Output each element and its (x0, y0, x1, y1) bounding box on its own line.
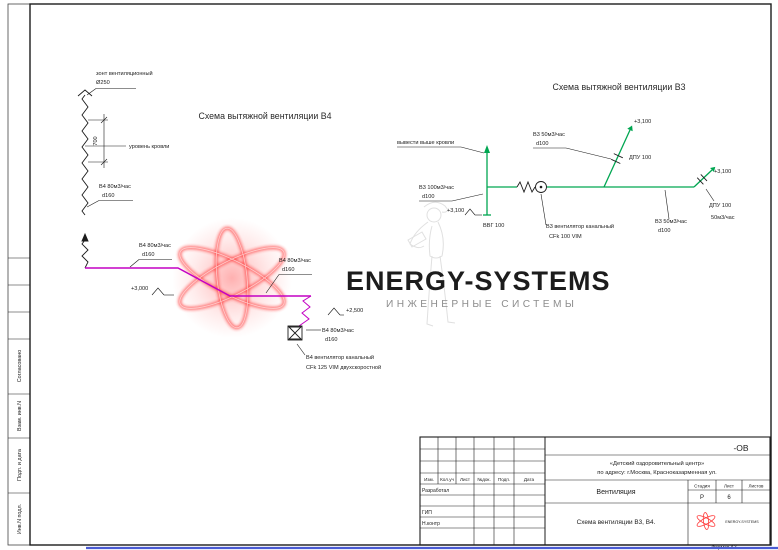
row-nkontr: Н.контр (422, 521, 440, 527)
b4-duct-run (85, 267, 312, 327)
left-margin-inv-podl: Инв.N подл. (17, 504, 23, 534)
scheme-b3: Схема вытяжной вентиляции В3 (397, 82, 735, 240)
scheme-b4: Схема вытяжной вентиляции В4 (77, 70, 381, 371)
b3-fan-label-line2: CFk 100 VIM (549, 234, 582, 240)
b3-br2-flow: В3 50м3/час (655, 219, 687, 225)
watermark-tagline: ИНЖЕНЕРНЫЕ СИСТЕМЫ (386, 299, 577, 310)
b3-elev-c: +3,100 (714, 169, 731, 175)
b4-riser-duct (77, 89, 93, 269)
title-block-lines (419, 436, 771, 546)
left-margin-vzam-inv: Взам. инв.N (17, 401, 23, 431)
b4-fan-label-line1: В4 вентилятор канальный (306, 354, 374, 361)
b3-above-roof-label: вывести выше кровли (397, 140, 454, 146)
b4-elev-3000: +3,000 (131, 286, 148, 292)
b4-fan-label-line2: CFk 125 VIM двухскоростной (306, 364, 381, 371)
b3-main-dia: d100 (422, 194, 434, 200)
b4-title: Схема вытяжной вентиляции В4 (199, 111, 332, 121)
listov-header: Листов (749, 484, 764, 489)
b4-leaders (85, 88, 344, 356)
sheet-frame: Согласовано Взам. инв.N Подп. и дата Инв… (7, 3, 772, 546)
b4-riser-flow: В4 80м3/час (99, 184, 131, 190)
stamp-logo-atom-icon (696, 512, 716, 530)
watermark-brand: ENERGY-SYSTEMS (346, 266, 611, 296)
b3-br1-dia: d100 (536, 141, 548, 147)
b4-elev-2500: +2,500 (346, 308, 363, 314)
title-block: -ОВ «Детский оздоровительный центр» по а… (419, 436, 771, 550)
project-name-line2: по адресу: г.Москва, Красноказарменная у… (597, 470, 717, 476)
b4-hood-dia: Ø250 (96, 80, 110, 86)
col-izm: Изм. (424, 477, 434, 482)
b3-elev-b: +3,100 (634, 119, 651, 125)
stadia-value: Р (700, 495, 704, 501)
col-doc: №док. (477, 477, 490, 482)
doc-code: -ОВ (733, 443, 748, 453)
b4-seg3-dia: d160 (325, 337, 337, 343)
b4-fan-symbol (287, 325, 303, 341)
col-podp: Подп. (498, 477, 510, 482)
left-margin-soglasovano: Согласовано (17, 350, 23, 382)
col-kol: Кол.уч (440, 477, 454, 482)
b4-riser-dia: d160 (102, 193, 114, 199)
b3-br1-flow: В3 50м3/час (533, 132, 565, 138)
b3-main-flow: В3 100м3/час (419, 185, 454, 191)
b3-elev-a: +3,100 (447, 208, 464, 214)
b3-duct-run (483, 125, 716, 216)
b4-seg2-dia: d160 (282, 267, 294, 273)
list-value: 6 (727, 495, 731, 501)
b3-grille-label: ВВГ 100 (483, 223, 504, 229)
b4-hood-label: зонт вентиляционный (96, 70, 153, 77)
b3-leaders (397, 146, 715, 226)
stadia-header: Стадия (694, 484, 710, 489)
b3-br3-flow: 50м3/час (711, 215, 735, 221)
b3-title: Схема вытяжной вентиляции В3 (553, 82, 686, 92)
col-data: Дата (524, 477, 535, 482)
b4-seg2-flow: В4 80м3/час (279, 258, 311, 264)
row-gip: ГИП (422, 510, 432, 516)
left-margin-podp-data: Подп. и дата (17, 449, 23, 481)
watermark: ENERGY-SYSTEMS ИНЖЕНЕРНЫЕ СИСТЕМЫ (172, 201, 611, 338)
stamp-logo-text: ENERGY-SYSTEMS (725, 520, 759, 524)
b3-fan-label-line1: В3 вентилятор канальный (546, 223, 614, 230)
list-header: Лист (724, 484, 735, 489)
drawing-name: Схема вентиляции В3, В4. (577, 519, 656, 526)
b3-dpu2-label: ДПУ 100 (709, 203, 731, 209)
b4-seg1-dia: d160 (142, 252, 154, 258)
project-name-line1: «Детский оздоровительный центр» (610, 460, 704, 467)
b3-break-marks (611, 153, 708, 185)
b4-seg3-flow: В4 80м3/час (322, 328, 354, 334)
section-name: Вентиляция (596, 489, 635, 496)
mascot-sketch (407, 201, 456, 327)
b4-seg1-flow: В4 80м3/час (139, 243, 171, 249)
b3-dpu1-label: ДПУ 100 (629, 155, 651, 161)
logo-glow (172, 218, 292, 338)
b4-dim-700: 700 (93, 136, 99, 145)
b3-br2-dia: d100 (658, 228, 670, 234)
left-stamp-lines (8, 257, 30, 494)
row-razrabotal: Разработал (422, 488, 449, 494)
b4-roof-level-label: уровень кровли (129, 144, 169, 150)
b3-fan-symbol (516, 180, 547, 194)
col-list: Лист (460, 477, 471, 482)
